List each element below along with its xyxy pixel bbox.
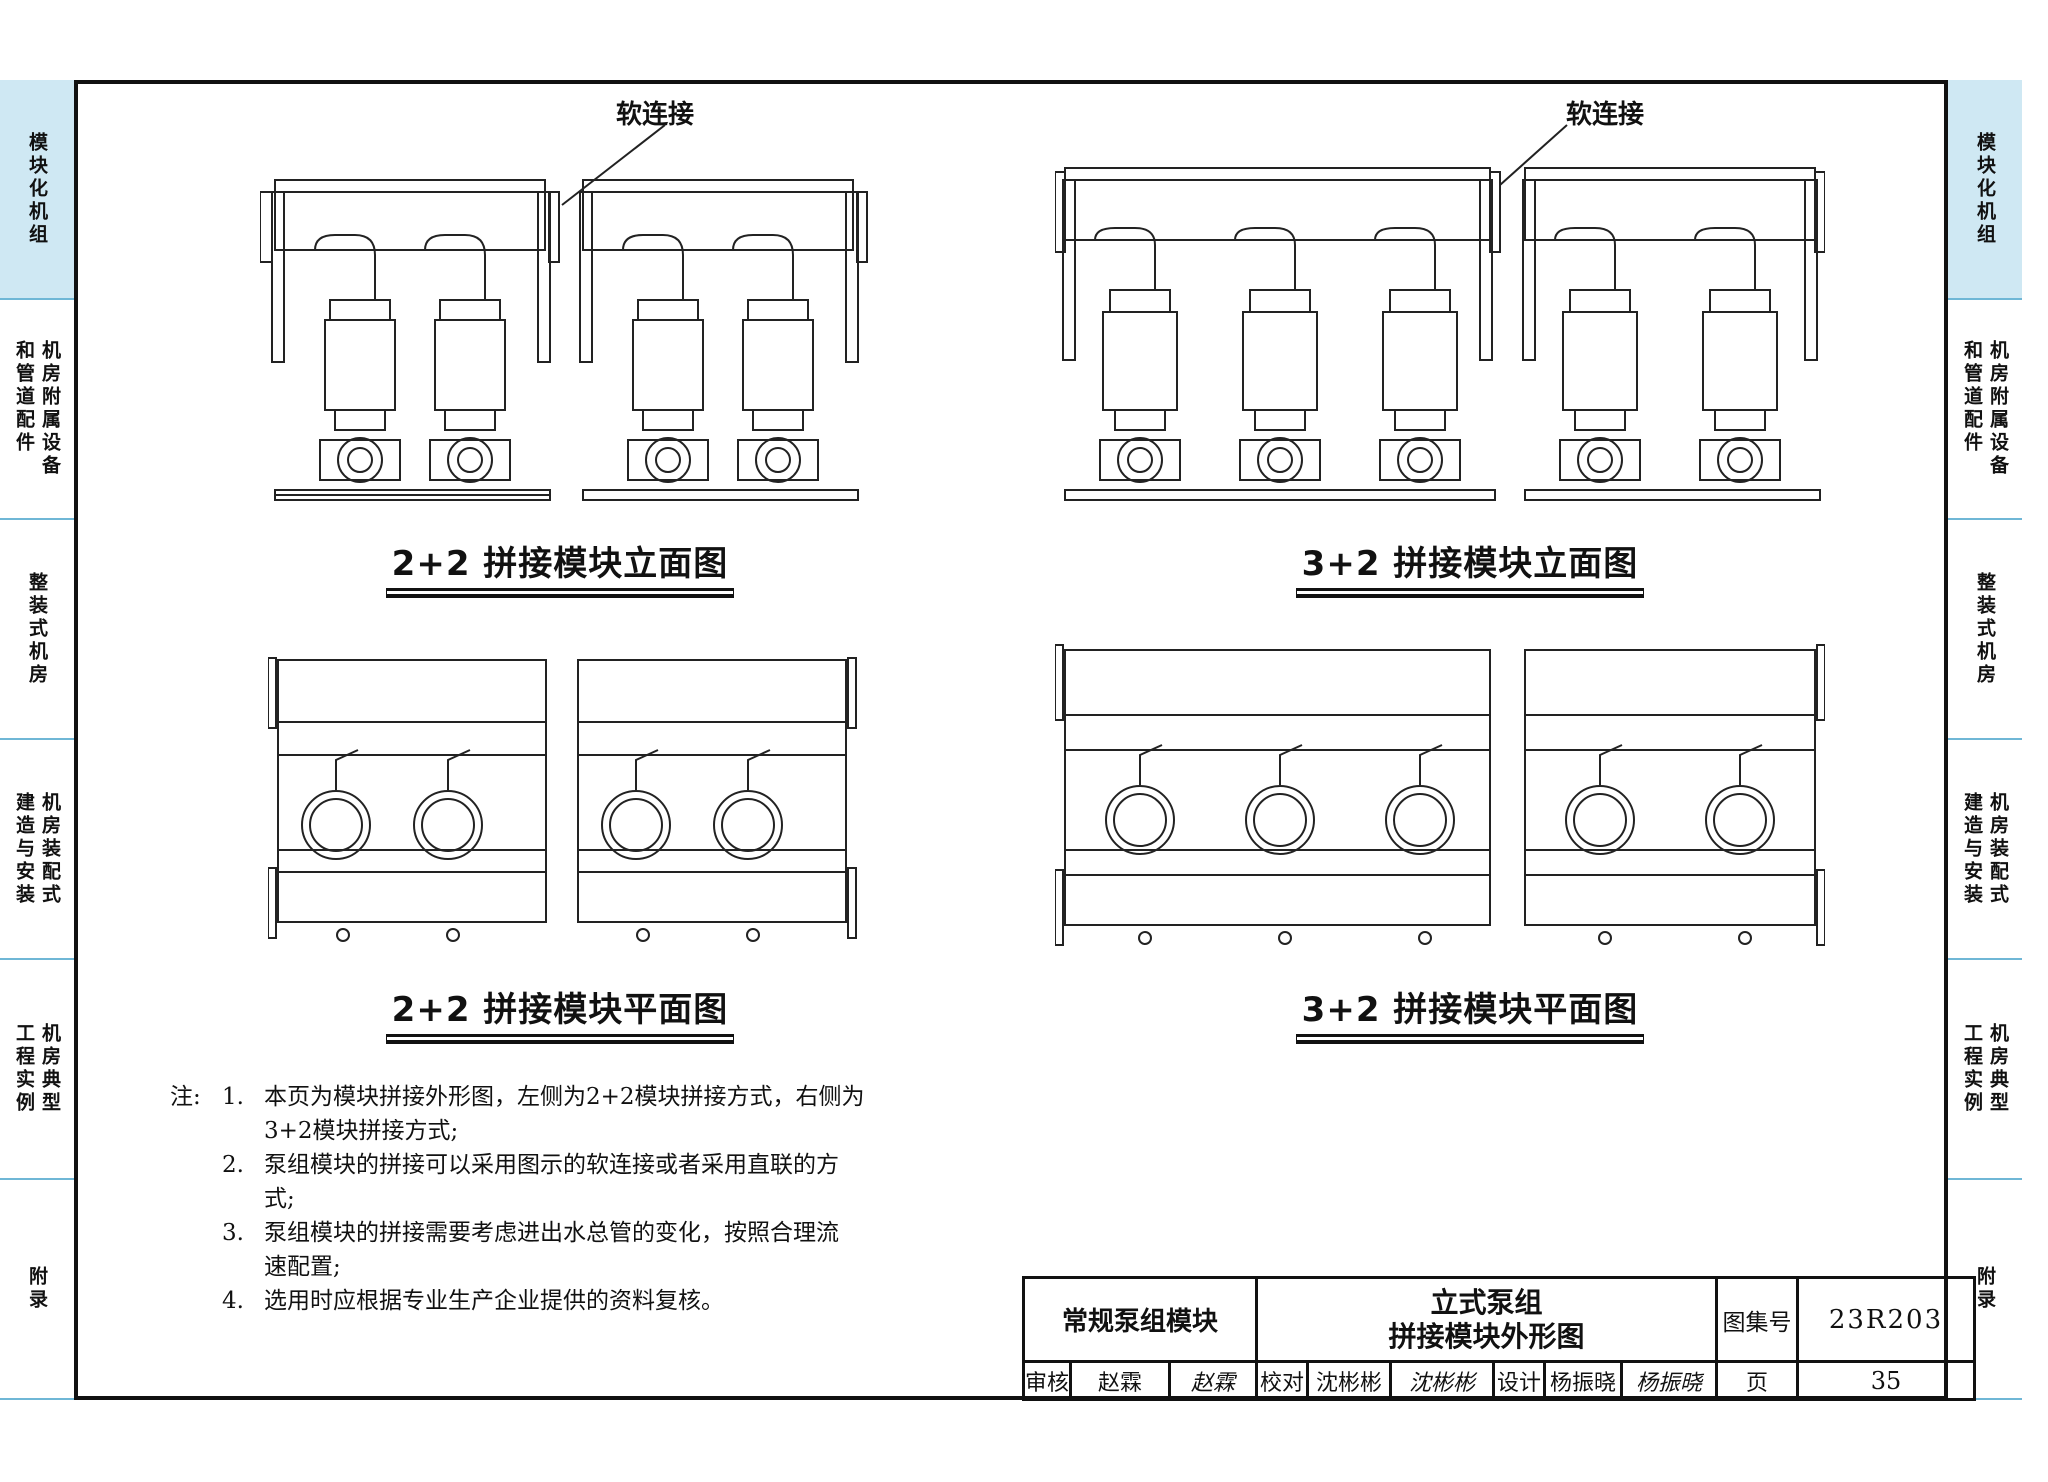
title-block: 常规泵组模块 立式泵组 拼接模块外形图 图集号 23R203 审核 赵霖 赵霖 … <box>1022 1276 1976 1401</box>
elevation-3-2-drawing <box>1055 124 1825 501</box>
review-label: 审核 <box>1022 1360 1072 1401</box>
left-section-tabs: 模块化机组机房附属设备和管道配件整装式机房机房装配式建造与安装机房典型工程实例附… <box>0 80 74 1400</box>
section-tab-label: 机房典型 <box>1987 1023 2009 1115</box>
check-label: 校对 <box>1255 1360 1309 1401</box>
note-line: 泵组模块的拼接需要考虑进出水总管的变化，按照合理流 <box>264 1220 839 1246</box>
plan-2-2-title: 2+2 拼接模块平面图 <box>360 982 760 1037</box>
page-label: 页 <box>1715 1360 1799 1401</box>
note-line: 本页为模块拼接外形图，左侧为2+2模块拼接方式，右侧为 <box>264 1084 865 1110</box>
checker-signature: 沈彬彬 <box>1389 1360 1495 1401</box>
title-line-1: 立式泵组 <box>1430 1285 1543 1319</box>
title-block-title: 立式泵组 拼接模块外形图 <box>1255 1276 1718 1363</box>
drawing-frame <box>74 80 1948 1400</box>
section-tab: 机房附属设备和管道配件 <box>0 300 74 520</box>
plan-3-2-drawing <box>1055 644 1825 946</box>
note-text: 泵组模块的拼接需要考虑进出水总管的变化，按照合理流 速配置; <box>264 1216 970 1284</box>
elevation-3-2-title: 3+2 拼接模块立面图 <box>1270 536 1670 591</box>
section-tab: 模块化机组 <box>0 80 74 300</box>
section-tab: 模块化机组 <box>1948 80 2022 300</box>
checker-name: 沈彬彬 <box>1306 1360 1392 1401</box>
section-tab-label: 附录 <box>26 1266 48 1312</box>
designer-name: 杨振晓 <box>1543 1360 1623 1401</box>
section-tab: 附录 <box>1948 1180 2022 1400</box>
elevation-2-2-drawing <box>260 124 868 501</box>
section-tab-label: 机房典型 <box>39 1023 61 1115</box>
reviewer-name: 赵霖 <box>1069 1360 1171 1401</box>
section-tab: 机房装配式建造与安装 <box>0 740 74 960</box>
section-tab-label: 模块化机组 <box>1974 131 1996 247</box>
section-tab-label: 和管道配件 <box>13 340 35 455</box>
plan-2-2-drawing <box>268 657 857 942</box>
note-line: 选用时应根据专业生产企业提供的资料复核。 <box>264 1288 724 1314</box>
elevation-2-2-title: 2+2 拼接模块立面图 <box>360 536 760 591</box>
section-tab-label: 工程实例 <box>13 1023 35 1115</box>
note-number: 1. <box>222 1084 244 1110</box>
title-block-category: 常规泵组模块 <box>1022 1276 1258 1363</box>
note-text: 选用时应根据专业生产企业提供的资料复核。 <box>264 1284 970 1318</box>
section-tab-label: 工程实例 <box>1961 1023 1983 1115</box>
section-tab-label: 机房装配式 <box>1987 791 2009 907</box>
note-line: 式; <box>264 1186 295 1212</box>
section-tab: 机房附属设备和管道配件 <box>1948 300 2022 520</box>
section-tab-label: 整装式机房 <box>1974 571 1996 687</box>
right-section-tabs: 模块化机组机房附属设备和管道配件整装式机房机房装配式建造与安装机房典型工程实例附… <box>1948 80 2022 1400</box>
plan-3-2-title: 3+2 拼接模块平面图 <box>1270 982 1670 1037</box>
section-tab-label: 附录 <box>1974 1266 1996 1312</box>
section-tab-label: 机房附属设备 <box>39 340 61 478</box>
design-label: 设计 <box>1492 1360 1546 1401</box>
section-tab-label: 机房装配式 <box>39 791 61 907</box>
note-number: 2. <box>222 1152 244 1178</box>
atlas-label: 图集号 <box>1715 1276 1799 1363</box>
designer-signature: 杨振晓 <box>1620 1360 1718 1401</box>
section-tab: 机房装配式建造与安装 <box>1948 740 2022 960</box>
note-number: 4. <box>222 1288 244 1314</box>
notes: 注: 1. 本页为模块拼接外形图，左侧为2+2模块拼接方式，右侧为 3+2模块拼… <box>170 1080 970 1318</box>
atlas-number: 23R203 <box>1796 1276 1976 1363</box>
section-tab-label: 整装式机房 <box>26 571 48 687</box>
section-tab: 整装式机房 <box>0 520 74 740</box>
section-tab-label: 模块化机组 <box>26 131 48 247</box>
note-text: 本页为模块拼接外形图，左侧为2+2模块拼接方式，右侧为 3+2模块拼接方式; <box>264 1080 970 1148</box>
page-number: 35 <box>1796 1360 1976 1401</box>
notes-label: 注: <box>170 1084 201 1110</box>
section-tab: 机房典型工程实例 <box>0 960 74 1180</box>
section-tab-label: 和管道配件 <box>1961 340 1983 455</box>
note-line: 3+2模块拼接方式; <box>264 1118 459 1144</box>
section-tab-label: 机房附属设备 <box>1987 340 2009 478</box>
note-line: 泵组模块的拼接可以采用图示的软连接或者采用直联的方 <box>264 1152 839 1178</box>
soft-connection-callout-right: 软连接 <box>1566 100 1645 130</box>
section-tab: 机房典型工程实例 <box>1948 960 2022 1180</box>
section-tab-label: 建造与安装 <box>1961 791 1983 907</box>
note-text: 泵组模块的拼接可以采用图示的软连接或者采用直联的方 式; <box>264 1148 970 1216</box>
section-tab: 整装式机房 <box>1948 520 2022 740</box>
section-tab: 附录 <box>0 1180 74 1400</box>
note-number: 3. <box>222 1220 244 1246</box>
note-line: 速配置; <box>264 1254 341 1280</box>
title-line-2: 拼接模块外形图 <box>1388 1319 1585 1353</box>
soft-connection-callout-left: 软连接 <box>616 100 695 130</box>
reviewer-signature: 赵霖 <box>1168 1360 1258 1401</box>
section-tab-label: 建造与安装 <box>13 791 35 907</box>
